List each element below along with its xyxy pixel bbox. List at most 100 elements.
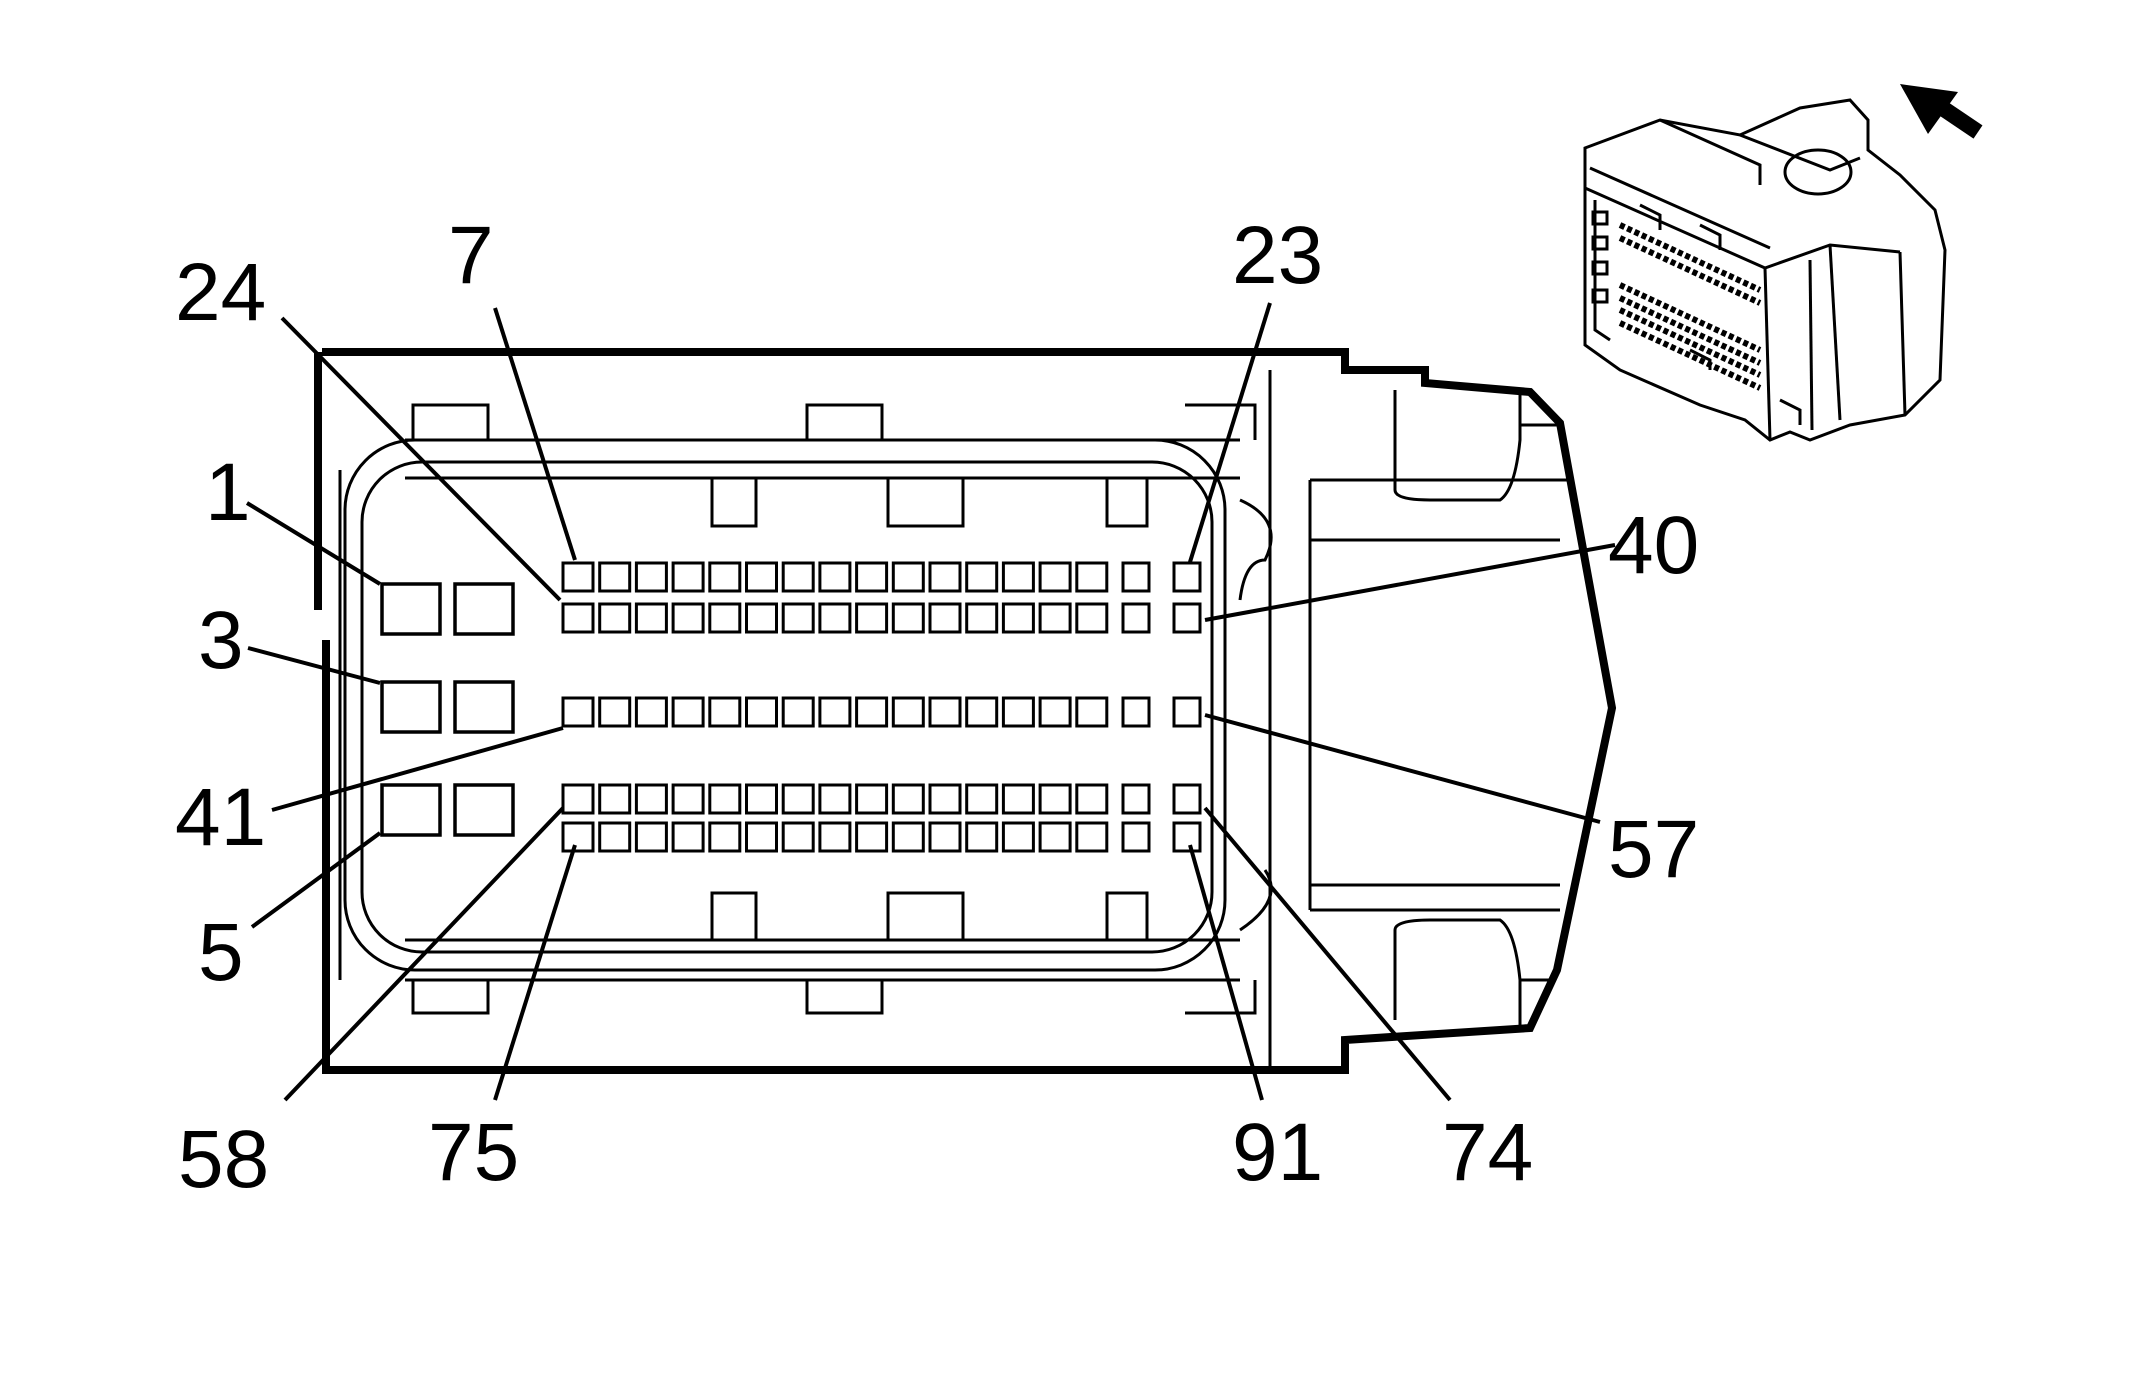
label-pin-3: 3 [198,595,244,686]
pin-cavity [708,561,742,593]
pin-cavity [781,783,815,815]
label-pin-23: 23 [1232,210,1323,301]
pin-cavity [965,821,999,853]
label-pin-41: 41 [175,772,266,863]
pin-cavity [671,783,705,815]
pin-cavity [781,821,815,853]
pin-cavity [598,696,632,728]
connector-isometric-icon [1583,98,1947,442]
pin-cavity [818,561,852,593]
pin-cavity [1121,561,1151,593]
pin-cavity [561,821,595,853]
pin-cavity [598,821,632,853]
pin-cavity [745,821,778,853]
pin-cavity [634,561,668,593]
pin-cavity [1172,602,1202,634]
pin-cavity [1121,821,1151,853]
pin-cavity [928,821,962,853]
leader-pin-57 [1204,713,1601,824]
large-cavities [380,582,515,837]
pin-cavity [1075,783,1109,815]
pin-cavity [1001,602,1035,634]
pin-cavity [1038,696,1072,728]
label-pin-57: 57 [1608,804,1699,895]
pin-cavity [1121,783,1151,815]
pin-cavity [671,561,705,593]
leader-pin-91 [1188,844,1264,1101]
pin-cavity [1172,821,1202,853]
pin-cavity [745,602,778,634]
pin-cavity [1038,602,1072,634]
pin-cavity [855,696,889,728]
pin-cavity [1038,783,1072,815]
pin-cavity [818,783,852,815]
pin-cavity [965,561,999,593]
pin-cavity-rows [561,561,1202,853]
label-pin-74: 74 [1442,1107,1533,1198]
pin-cavity [745,783,778,815]
pin-cavity [1172,783,1202,815]
pin-cavity [965,696,999,728]
label-pin-91: 91 [1232,1107,1323,1198]
pin-cavity [1001,821,1035,853]
pin-cavity [708,696,742,728]
pin-cavity [781,696,815,728]
pin-cavity [818,602,852,634]
pin-cavity [855,821,889,853]
leader-pin-7 [493,307,577,561]
pin-cavity [928,696,962,728]
pin-cavity [561,561,595,593]
pin-cavity [634,696,668,728]
connector-body [314,348,1617,1074]
leader-pin-58 [283,806,565,1102]
pin-cavity [634,602,668,634]
pin-cavity [1075,821,1109,853]
leader-pin-3 [247,646,381,685]
label-pin-58: 58 [178,1114,269,1205]
pin-cavity [634,783,668,815]
leader-pin-24 [280,316,562,602]
leader-lines [245,302,1616,1102]
leader-pin-41 [271,726,564,812]
pin-cavity [1001,783,1035,815]
pin-cavity [855,561,889,593]
leader-pin-23 [1188,302,1272,563]
pin-cavity [671,821,705,853]
pin-cavity [1121,602,1151,634]
leader-pin-75 [493,844,577,1101]
pin-labels: 24 7 23 1 3 41 5 40 57 58 75 91 74 [175,210,1699,1205]
pin-cavity [891,561,925,593]
pin-cavity [598,561,632,593]
pin-cavity [891,783,925,815]
pin-cavity [781,602,815,634]
pin-cavity [671,696,705,728]
pin-cavity [1001,561,1035,593]
pin-cavity [1075,696,1109,728]
pin-cavity [1001,696,1035,728]
pin-cavity [1075,602,1109,634]
pin-cavity [598,602,632,634]
pin-cavity [928,561,962,593]
pin-cavity [1038,821,1072,853]
pin-cavity [965,783,999,815]
leader-pin-40 [1204,543,1616,622]
pin-cavity [1172,696,1202,728]
pin-cavity [781,561,815,593]
pin-cavity [818,821,852,853]
label-pin-40: 40 [1608,500,1699,591]
pin-cavity [855,783,889,815]
pin-cavity [598,783,632,815]
pin-cavity [1121,696,1151,728]
label-pin-75: 75 [428,1107,519,1198]
pin-cavity [561,602,595,634]
pin-cavity [745,561,778,593]
pin-cavity [818,696,852,728]
pin-cavity [928,783,962,815]
leader-pin-5 [250,831,382,929]
pin-cavity [671,602,705,634]
pin-cavity [745,696,778,728]
pin-cavity [891,821,925,853]
pin-cavity [708,821,742,853]
label-pin-5: 5 [198,907,244,998]
